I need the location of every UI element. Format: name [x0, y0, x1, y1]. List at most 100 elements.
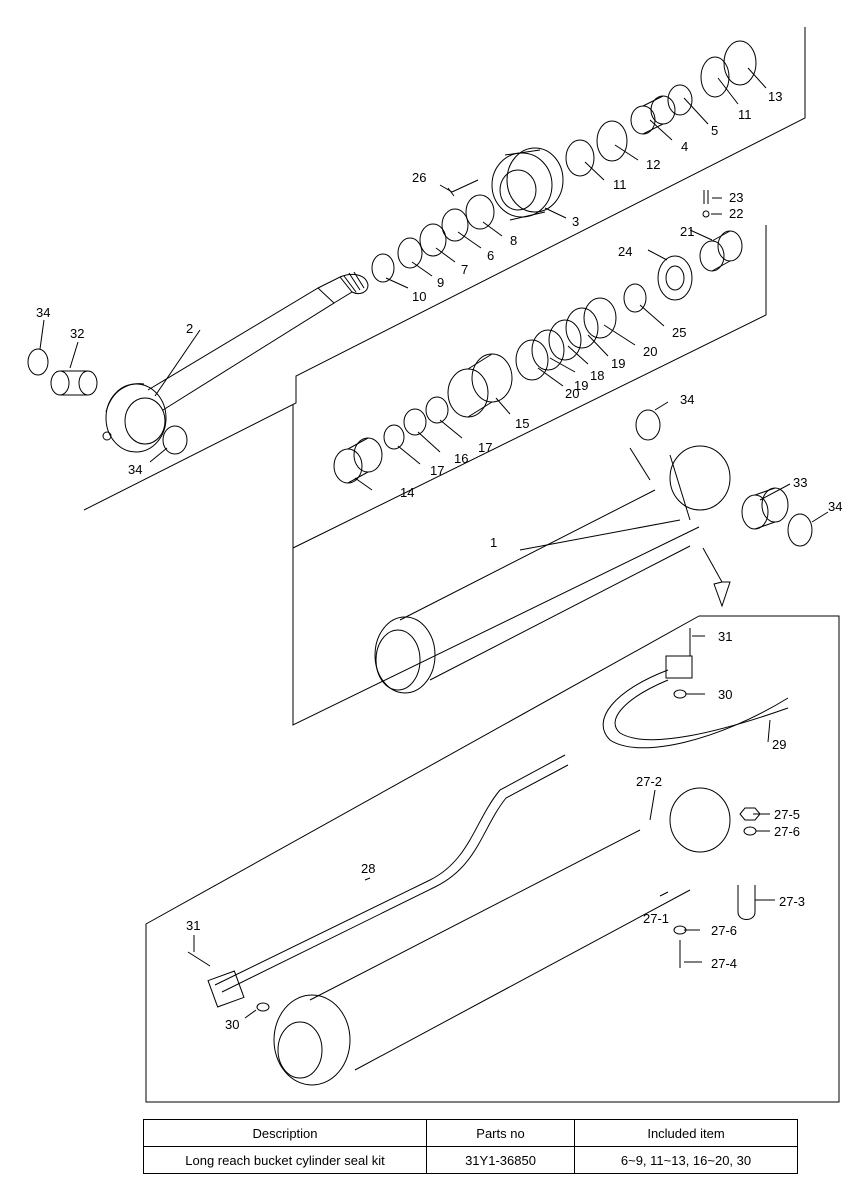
leader-lines	[39, 67, 829, 1019]
callout: 24	[618, 244, 632, 259]
callout: 10	[412, 289, 426, 304]
upper-panel-outline	[83, 27, 806, 511]
ring-17-a	[425, 396, 449, 424]
ring-8	[465, 194, 495, 230]
callout: 13	[768, 89, 782, 104]
ring-12	[596, 120, 628, 162]
callout: 17	[430, 463, 444, 478]
callout: 22	[729, 206, 743, 221]
washer-27-6-upper	[743, 826, 757, 836]
tube-assembly	[374, 445, 731, 694]
header-included-item: Included item	[574, 1119, 798, 1147]
ring-20-a	[515, 339, 549, 381]
header-parts-no: Parts no	[426, 1119, 575, 1147]
callout: 27-6	[774, 824, 800, 839]
ubolt-27-3	[737, 885, 756, 920]
lower-tube	[273, 787, 731, 1086]
ring-9	[397, 237, 423, 269]
pipe-29-inner	[614, 679, 789, 741]
callout: 16	[454, 451, 468, 466]
piston-15	[447, 353, 513, 418]
callout: 23	[729, 190, 743, 205]
flange-block-lower	[207, 970, 245, 1008]
callout: 27-1	[643, 911, 669, 926]
bolt-31-lower	[187, 951, 211, 967]
detail-arrow	[702, 547, 731, 608]
callout: 26	[412, 170, 426, 185]
callout: 18	[590, 368, 604, 383]
callout: 25	[672, 325, 686, 340]
ring-18	[548, 319, 582, 361]
stop-21	[699, 230, 743, 272]
callout-labels: 13 11 5 4 12 11 26 3 8 6 7 9 10 23 22 21…	[36, 89, 842, 1032]
callout: 1	[490, 535, 497, 550]
callout: 19	[574, 378, 588, 393]
callout: 2	[186, 321, 193, 336]
ring-19-a	[531, 329, 565, 371]
cell-parts-no: 31Y1-36850	[426, 1146, 575, 1174]
callout: 28	[361, 861, 375, 876]
callout: 9	[437, 275, 444, 290]
table-header-row: Description Parts no Included item	[143, 1119, 798, 1147]
callout: 7	[461, 262, 468, 277]
pipe-28-inner	[221, 764, 569, 993]
callout: 32	[70, 326, 84, 341]
callout: 29	[772, 737, 786, 752]
ring-25	[623, 283, 647, 313]
dust-seal-34-left	[27, 348, 49, 376]
callout: 4	[681, 139, 688, 154]
callout: 21	[680, 224, 694, 239]
cell-description: Long reach bucket cylinder seal kit	[143, 1146, 427, 1174]
bolt-26	[447, 179, 479, 197]
callout: 5	[711, 123, 718, 138]
pipe-29	[602, 669, 789, 749]
nut-27-5	[739, 807, 761, 821]
ring-11-lower	[565, 139, 595, 177]
callout: 27-6	[711, 923, 737, 938]
ring-17-b	[383, 424, 405, 450]
piston-rod	[102, 271, 369, 453]
callout: 11	[613, 177, 627, 192]
pipe-28	[214, 754, 566, 986]
callout: 30	[718, 687, 732, 702]
cell-included-item: 6~9, 11~13, 16~20, 30	[574, 1146, 798, 1174]
callout: 33	[793, 475, 807, 490]
callout: 14	[400, 485, 414, 500]
dust-seal-34-rod	[162, 425, 188, 455]
callout: 19	[611, 356, 625, 371]
ring-7	[419, 223, 447, 257]
ring-11-top	[700, 56, 730, 98]
bushing-32	[50, 370, 98, 396]
callout: 27-5	[774, 807, 800, 822]
callout: 34	[36, 305, 50, 320]
oring-30-lower	[256, 1002, 270, 1012]
callout: 31	[718, 629, 732, 644]
callout: 30	[225, 1017, 239, 1032]
ball-22	[702, 210, 710, 218]
dust-seal-34-top	[635, 409, 661, 441]
callout: 11	[738, 107, 752, 122]
ring-10	[371, 253, 395, 283]
bushing-33	[741, 487, 789, 530]
callout: 27-2	[636, 774, 662, 789]
callout: 27-4	[711, 956, 737, 971]
callout: 6	[487, 248, 494, 263]
callout: 34	[128, 462, 142, 477]
ring-20-b	[583, 297, 617, 339]
set-screw-23	[703, 190, 709, 204]
rod-cover	[491, 147, 564, 221]
bushing-14	[333, 437, 383, 484]
callout: 27-3	[779, 894, 805, 909]
lower-panel-outline	[145, 615, 840, 1103]
ring-6	[441, 208, 469, 242]
seal-kit-table: Description Parts no Included item Long …	[143, 1119, 798, 1174]
callout: 31	[186, 918, 200, 933]
callout: 8	[510, 233, 517, 248]
callout: 17	[478, 440, 492, 455]
ring-13	[723, 40, 757, 86]
callout: 34	[680, 392, 694, 407]
ring-19-b	[565, 307, 599, 349]
callout: 15	[515, 416, 529, 431]
table-row: Long reach bucket cylinder seal kit 31Y1…	[143, 1146, 798, 1174]
